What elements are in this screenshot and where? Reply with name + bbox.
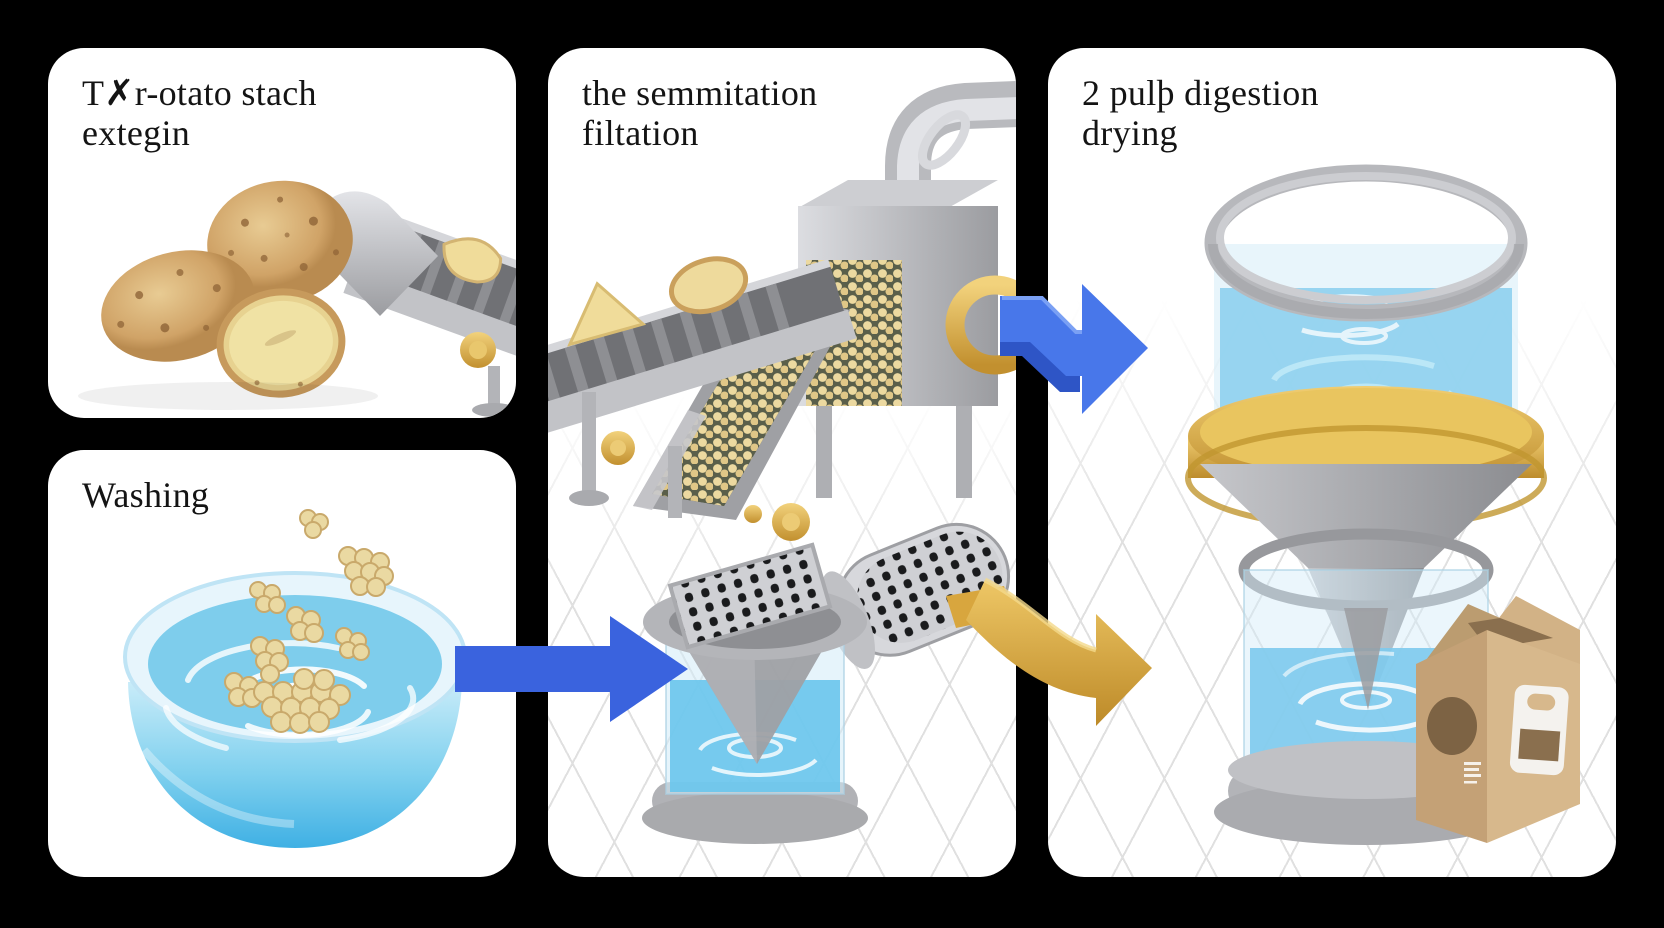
drying-title-line1: 2 pulþ digestion [1082, 73, 1319, 113]
potato-half-cut [216, 288, 346, 398]
box-hole [1427, 697, 1477, 755]
potato-half-on-belt [668, 256, 749, 315]
panel-filtration-step: the semmitation filtation [548, 48, 1016, 877]
potato-slice-on-belt [442, 237, 503, 284]
sedimentation-tank-icon [1185, 164, 1547, 845]
extraction-illustration [78, 180, 516, 417]
potato-shadow [78, 382, 378, 410]
starch-pile [253, 668, 351, 734]
potato-whole-left [101, 250, 255, 362]
drying-illustration [1185, 164, 1580, 845]
filtration-title-line2: filtation [582, 112, 699, 153]
filtration-illustration [548, 81, 1016, 844]
pipe-icon [885, 81, 1016, 218]
belt-conveyor-icon [548, 256, 857, 541]
filtration-title: the semmitation filtation [582, 73, 818, 153]
box-label-lines [1464, 762, 1481, 784]
extraction-title-line2: extegin [82, 112, 191, 153]
packaging-box-icon [1416, 596, 1580, 843]
drying-title: 2 pulþ digestion drying [1082, 73, 1319, 153]
panel-extraction-step: T✗r-otato stach extegin [48, 48, 516, 418]
extraction-title: T✗r-otato stach extegin [82, 73, 317, 153]
drying-title-line2: drying [1082, 112, 1178, 153]
gold-port-ring [945, 275, 1016, 375]
filter-funnel-icon [642, 542, 868, 844]
panel-washing-step: Washing [48, 450, 516, 877]
filtration-title-line1: the semmitation [582, 73, 818, 113]
washing-bowl-icon [123, 571, 467, 848]
washing-title: Washing [82, 475, 210, 516]
washing-illustration [123, 509, 467, 848]
extraction-title-line1: T✗r-otato stach [82, 73, 317, 113]
panel-drying-step: 2 pulþ digestion drying [1048, 48, 1616, 877]
starch-granules-falling [224, 509, 394, 734]
washing-title-text: Washing [82, 475, 210, 515]
potato-wedge-on-belt [567, 281, 647, 347]
box-bag-cutout [1509, 684, 1569, 776]
